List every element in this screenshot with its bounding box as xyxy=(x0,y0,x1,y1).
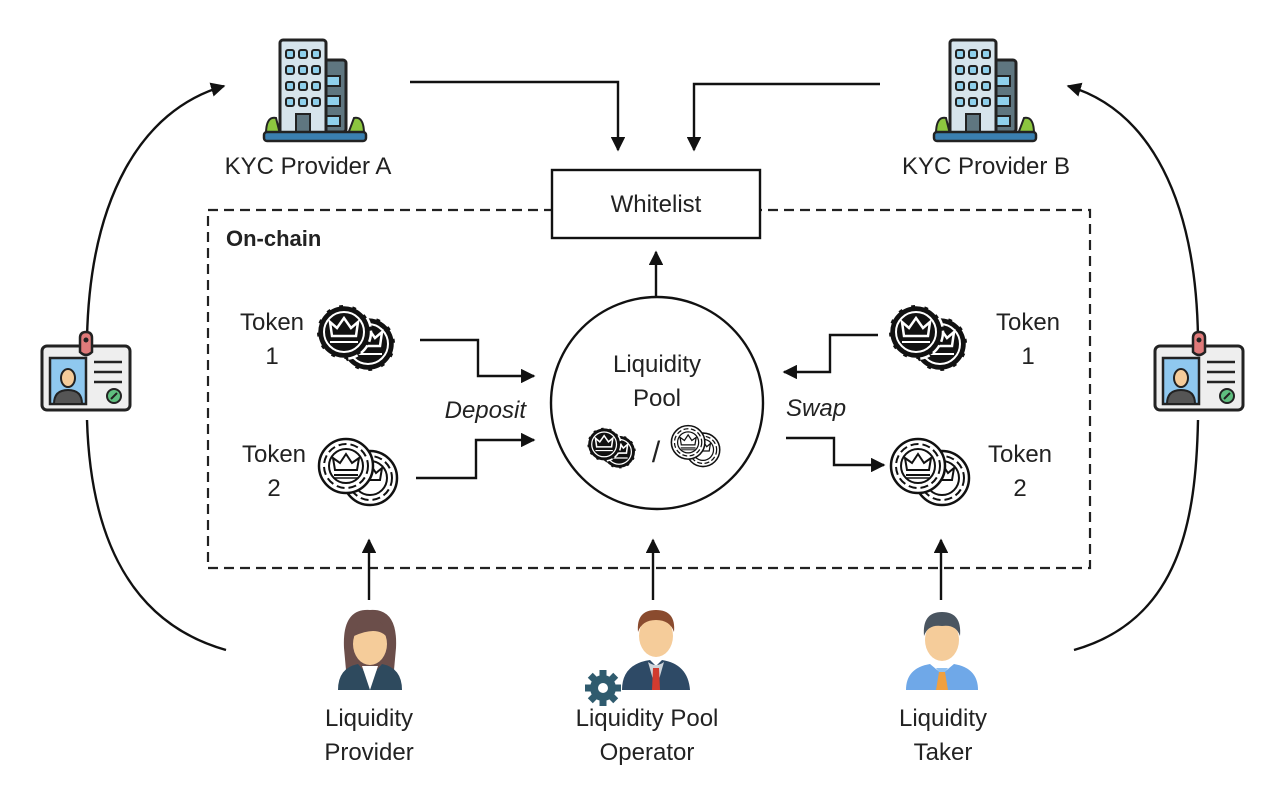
deposit-label: Deposit xyxy=(445,397,528,424)
arrow-deposit-token-1 xyxy=(420,338,536,384)
whitelist-label: Whitelist xyxy=(611,191,702,218)
left-token-1-coin-icon[interactable] xyxy=(315,303,397,373)
man-tie-icon xyxy=(906,612,978,690)
liquidity-pool-label-line1: Liquidity xyxy=(613,351,701,378)
onchain-label: On-chain xyxy=(226,226,321,251)
arrow-kyc-a-to-whitelist xyxy=(410,80,626,152)
right-id-card-icon xyxy=(1153,330,1245,412)
kyc-provider-a-building-icon xyxy=(262,38,368,143)
right-token-1-word: Token xyxy=(996,309,1060,336)
left-token-2-number: 2 xyxy=(267,475,280,502)
right-token-1-coin-icon[interactable] xyxy=(887,303,969,373)
gear-icon xyxy=(585,670,621,706)
operator-label-line1: Liquidity Pool xyxy=(576,705,719,732)
liquidity-pool-label-line2: Pool xyxy=(633,385,681,412)
curve-provider-to-kyc-a xyxy=(85,86,226,652)
taker-label-line1: Liquidity xyxy=(899,705,987,732)
businessman-gear-icon xyxy=(622,610,690,690)
left-token-2-word: Token xyxy=(242,441,306,468)
arrow-kyc-b-to-whitelist xyxy=(686,82,880,152)
arrow-deposit-token-2 xyxy=(416,432,536,480)
left-token-1-number: 1 xyxy=(265,343,278,370)
arrow-swap-token-1-in xyxy=(782,333,878,380)
arrow-swap-token-2-out xyxy=(786,436,886,473)
left-token-1-word: Token xyxy=(240,309,304,336)
left-id-card-icon xyxy=(40,330,132,412)
pool-separator: / xyxy=(652,436,661,469)
right-token-1-number: 1 xyxy=(1021,343,1034,370)
taker-label-line2: Taker xyxy=(914,739,973,766)
right-token-2-word: Token xyxy=(988,441,1052,468)
provider-label-line1: Liquidity xyxy=(325,705,413,732)
kyc-provider-a-label: KYC Provider A xyxy=(225,153,392,180)
right-token-2-number: 2 xyxy=(1013,475,1026,502)
kyc-provider-b-building-icon xyxy=(932,38,1038,143)
left-token-2-coin-icon[interactable] xyxy=(317,437,399,507)
provider-label-line2: Provider xyxy=(324,739,413,766)
operator-label-line2: Operator xyxy=(600,739,695,766)
kyc-provider-b-label: KYC Provider B xyxy=(902,153,1070,180)
whitelist-box[interactable] xyxy=(550,168,762,240)
right-token-2-coin-icon[interactable] xyxy=(889,437,971,507)
swap-label: Swap xyxy=(786,395,846,422)
businesswoman-icon xyxy=(338,609,402,690)
curve-taker-to-kyc-b xyxy=(1068,86,1200,652)
